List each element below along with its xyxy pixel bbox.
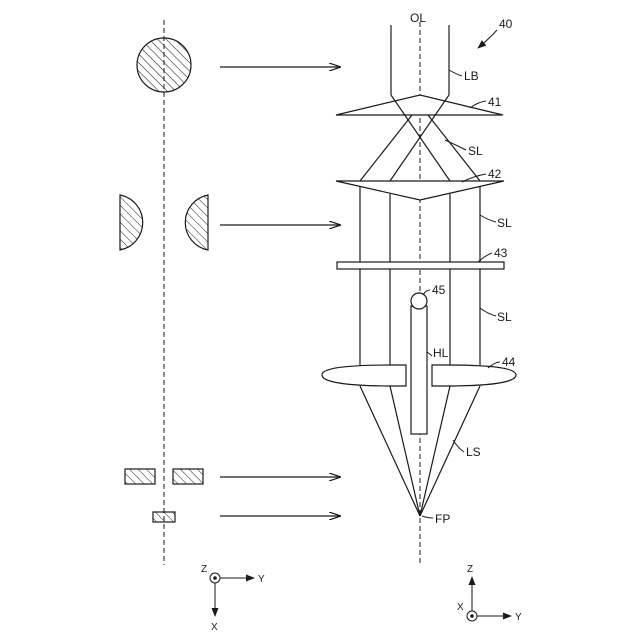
rod-45 — [411, 306, 427, 434]
label-converging-light: LS — [466, 445, 481, 459]
label-optical-axis: OL — [410, 11, 426, 25]
label-lens-42: 42 — [488, 167, 502, 181]
leader-LS — [453, 440, 464, 452]
axis-label-x: X — [457, 602, 464, 613]
axis-label-z: Z — [467, 564, 473, 575]
beam-profile-circle — [137, 38, 191, 92]
label-lens-44: 44 — [502, 355, 516, 369]
label-laser-beam: LB — [464, 69, 479, 83]
label-shaped-light-2: SL — [497, 216, 512, 230]
label-figure-number: 40 — [499, 17, 513, 31]
ray-41-42-c — [360, 115, 412, 181]
cross-section-profiles — [120, 20, 208, 565]
figure-number-arrow — [478, 30, 497, 48]
leader-LB — [449, 70, 462, 76]
beam-profile-rect-right — [173, 469, 203, 484]
label-focal-point: FP — [435, 512, 450, 526]
element-45 — [411, 293, 427, 309]
label-lens-41: 41 — [488, 95, 502, 109]
label-shaped-light-3: SL — [497, 310, 512, 324]
lens-42 — [336, 181, 504, 200]
leader-HL — [427, 352, 432, 356]
optical-path — [322, 22, 516, 565]
beam-profile-focus-rect — [153, 512, 175, 522]
plate-43 — [337, 262, 504, 269]
leader-SL-3 — [480, 308, 496, 316]
leader-41 — [470, 101, 486, 108]
axis-origin-dot — [470, 614, 474, 618]
leader-FP — [422, 516, 433, 518]
lens-44-left — [322, 365, 406, 386]
axis-label-x: X — [211, 622, 218, 633]
label-shaped-light-1: SL — [468, 144, 483, 158]
leader-SL-1 — [445, 140, 466, 150]
axis-label-y: Y — [515, 612, 522, 623]
leader-45 — [423, 290, 430, 295]
beam-profile-rect-left — [125, 469, 155, 484]
beam-profile-half-moon-left — [120, 195, 143, 250]
axis-label-z: Z — [201, 564, 207, 575]
profile-arrows — [220, 67, 340, 516]
coordinate-axes-right: Z X Y — [457, 564, 522, 623]
label-element-45: 45 — [432, 283, 446, 297]
label-hollow-light: HL — [433, 346, 449, 360]
lens-41 — [336, 95, 503, 115]
axis-label-y: Y — [258, 574, 265, 585]
axis-origin-dot — [213, 576, 217, 580]
label-plate-43: 43 — [494, 246, 508, 260]
leader-SL-2 — [480, 215, 496, 222]
coordinate-axes-left: Z Y X — [201, 564, 265, 633]
beam-profile-half-moon-right — [185, 195, 208, 250]
